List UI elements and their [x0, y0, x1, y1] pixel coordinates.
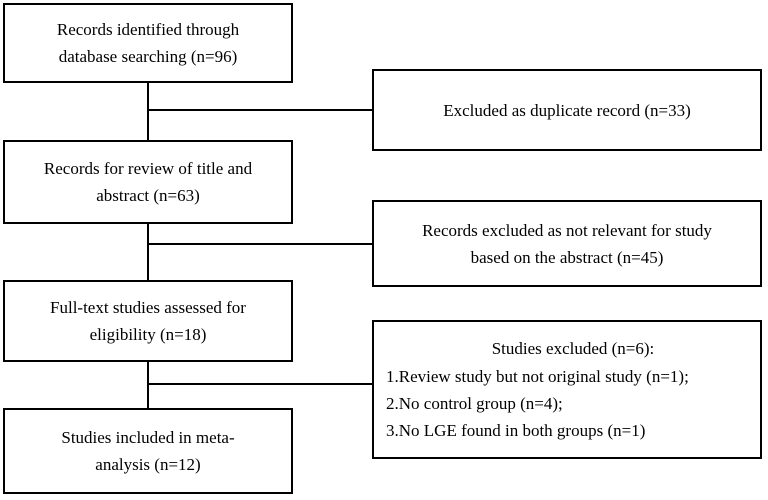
records-identified-box: Records identified through database sear… [3, 3, 293, 83]
fulltext-assessed-box: Full-text studies assessed for eligibili… [3, 280, 293, 362]
excluded-duplicate-box: Excluded as duplicate record (n=33) [372, 69, 762, 151]
studies-included-line-1: Studies included in meta- [61, 428, 235, 447]
records-identified-line-1: Records identified through [56, 20, 240, 39]
records-review-line-1: Records for review of title and [43, 159, 253, 178]
studies-excluded-item-3: 3.No LGE found in both groups (n=1) [386, 421, 646, 440]
studies-included-line-2: analysis (n=12) [95, 455, 201, 474]
excluded-not-relevant-line-2: based on the abstract (n=45) [470, 247, 664, 267]
connector-branch-1 [147, 109, 372, 111]
records-review-line-2: abstract (n=63) [96, 186, 200, 205]
connector-vertical-1 [147, 83, 149, 140]
records-review-box: Records for review of title and abstract… [3, 140, 293, 224]
connector-branch-3 [147, 383, 372, 385]
studies-excluded-heading: Studies excluded (n=6): [491, 339, 655, 358]
records-identified-line-2: database searching (n=96) [58, 47, 238, 66]
excluded-duplicate-line-1: Excluded as duplicate record (n=33) [443, 100, 691, 120]
studies-excluded-item-2: 2.No control group (n=4); [386, 394, 563, 413]
fulltext-assessed-line-2: eligibility (n=18) [89, 325, 207, 344]
excluded-not-relevant-box: Records excluded as not relevant for stu… [372, 200, 762, 287]
studies-excluded-item-1: 1.Review study but not original study (n… [386, 367, 689, 386]
studies-included-box: Studies included in meta- analysis (n=12… [3, 408, 293, 494]
excluded-not-relevant-line-1: Records excluded as not relevant for stu… [422, 220, 712, 240]
connector-vertical-3 [147, 362, 149, 408]
connector-branch-2 [147, 243, 372, 245]
connector-vertical-2 [147, 224, 149, 280]
studies-excluded-box: Studies excluded (n=6): 1.Review study b… [372, 320, 762, 459]
fulltext-assessed-line-1: Full-text studies assessed for [50, 298, 246, 317]
